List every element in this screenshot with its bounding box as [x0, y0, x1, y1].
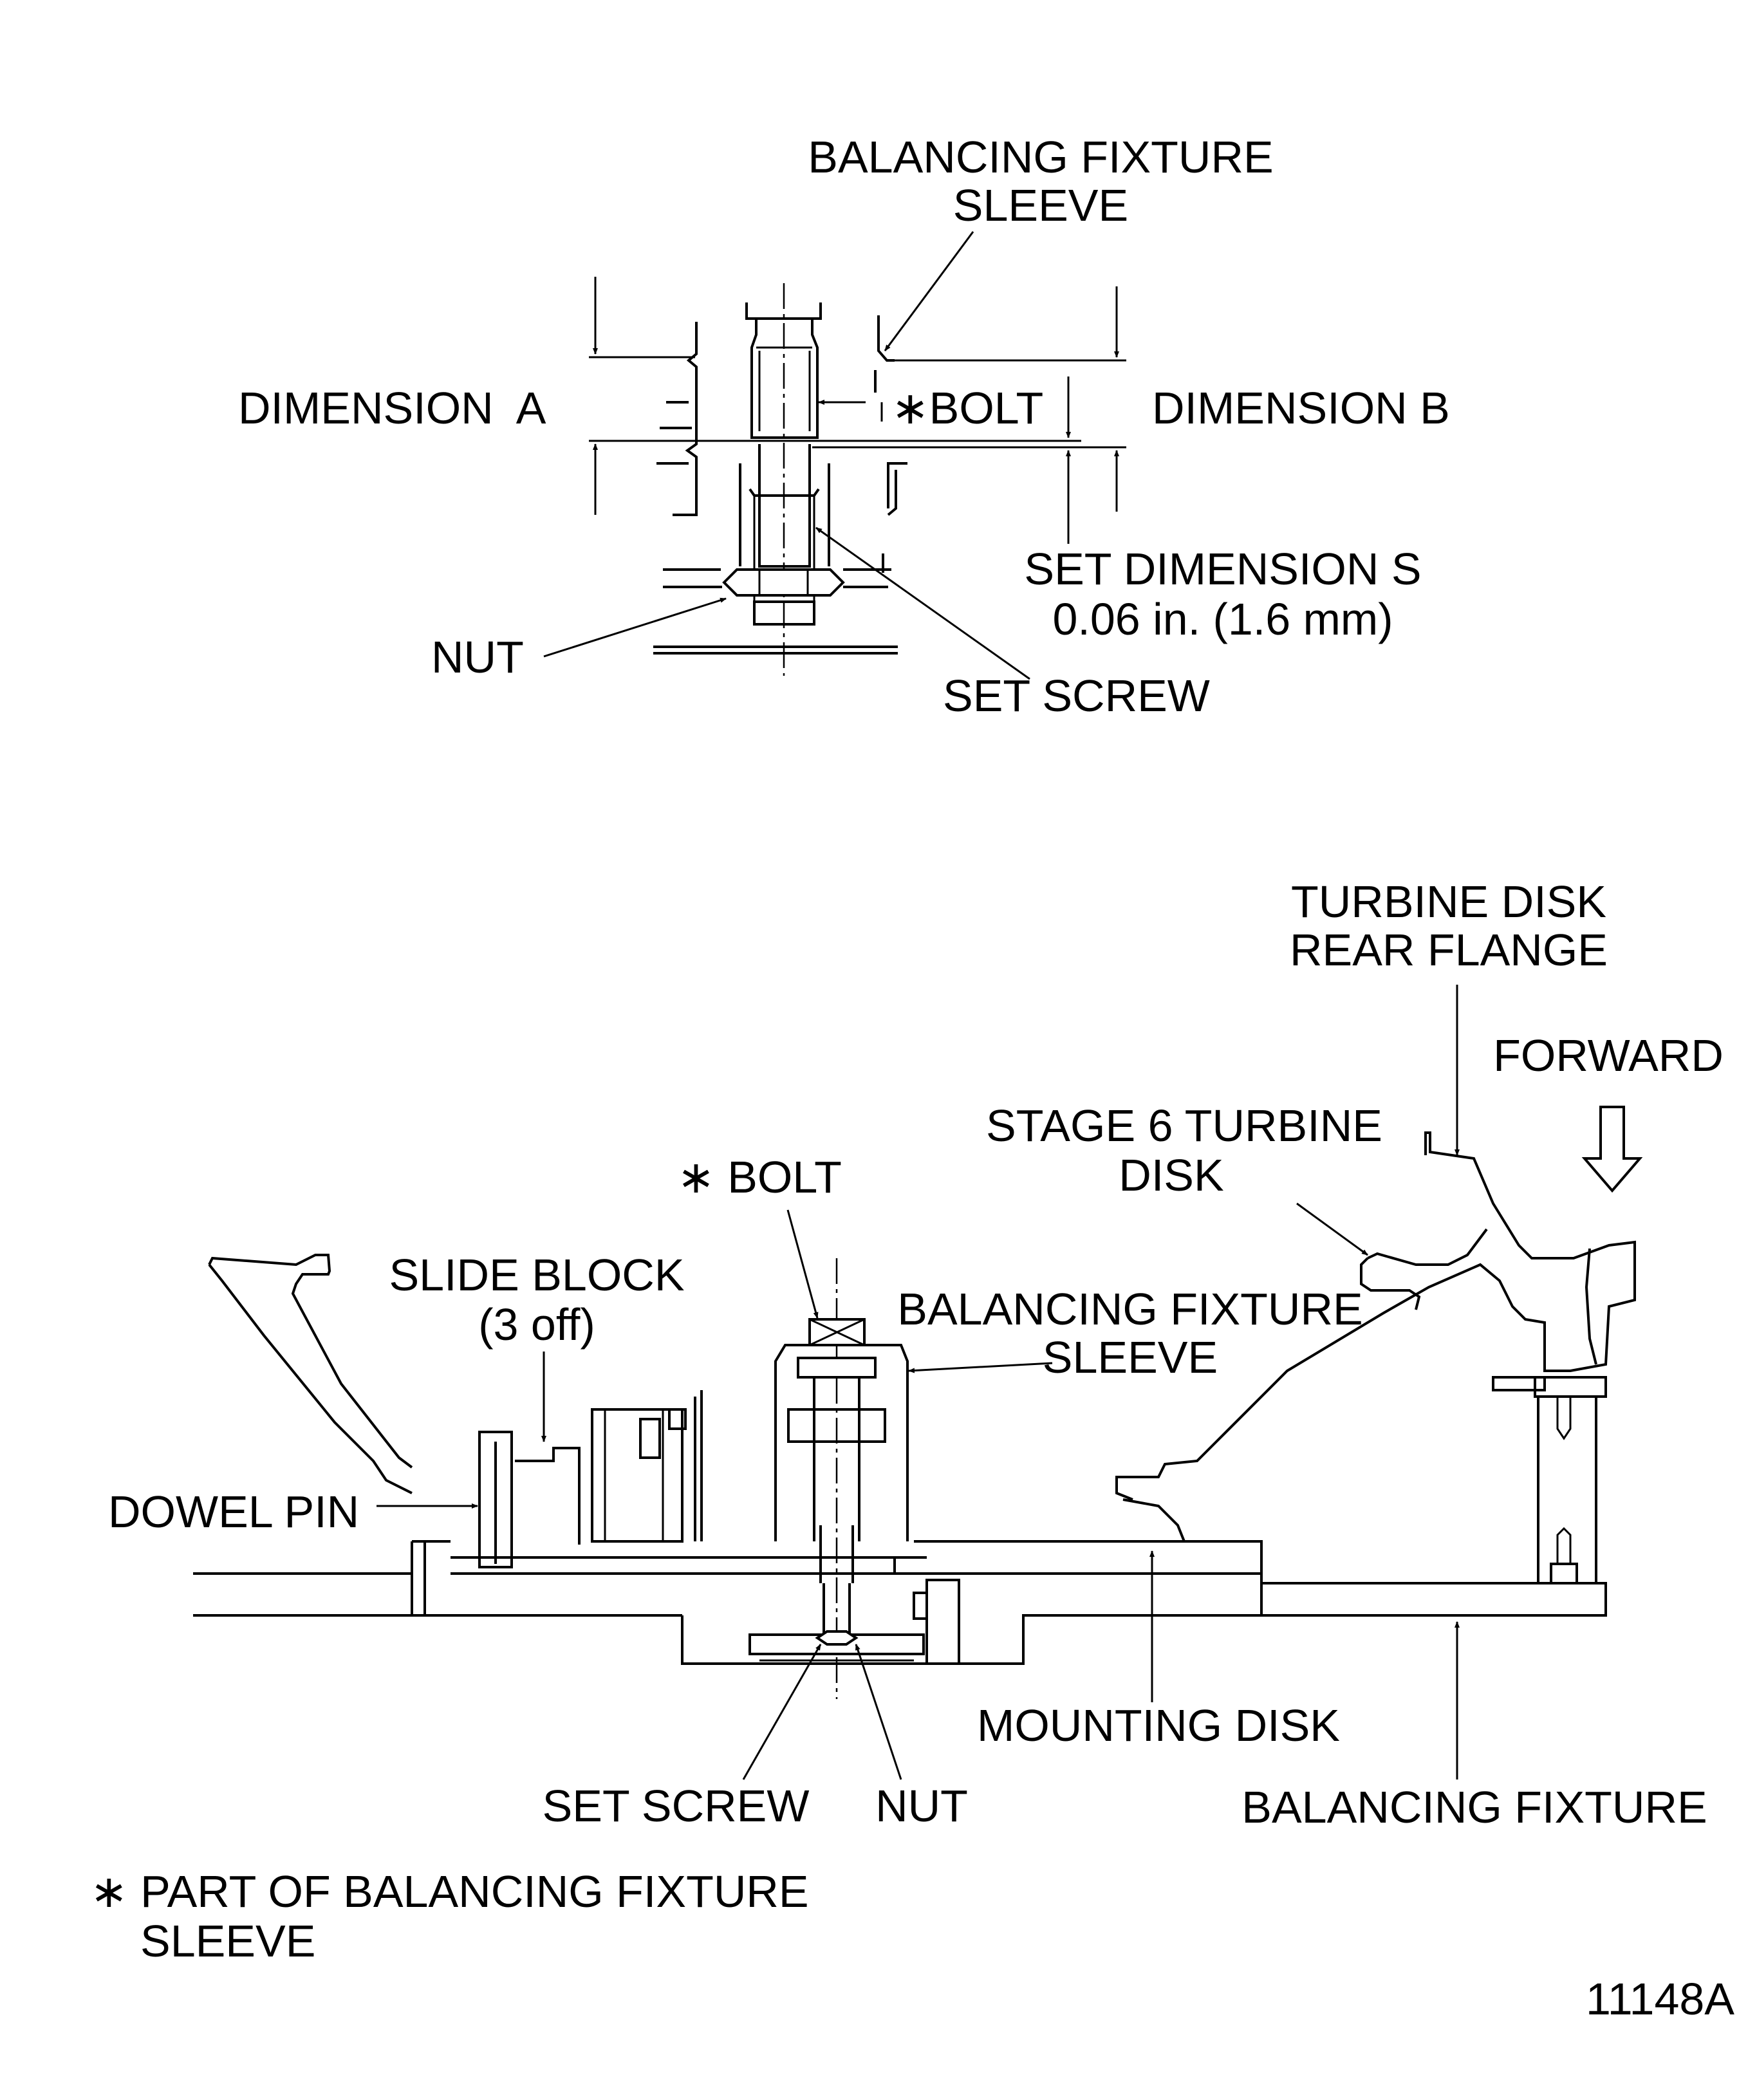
label-set-screw: SET SCREW	[943, 671, 1210, 721]
housing-lines	[653, 315, 907, 655]
slide-block-arm-drawing	[208, 1254, 413, 1494]
label-nut-assembly: NUT	[875, 1781, 968, 1831]
footnote-line2: SLEEVE	[140, 1916, 315, 1966]
label-rear-flange-line1: TURBINE DISK	[1291, 877, 1606, 927]
label-bolt: ∗BOLT	[891, 383, 1043, 433]
footnote-line1: ∗ PART OF BALANCING FIXTURE	[90, 1866, 809, 1917]
leader-stage6-disk	[1296, 1202, 1368, 1256]
label-balancing-fixture: BALANCING FIXTURE	[1241, 1782, 1707, 1832]
label-dimension-b: DIMENSION B	[1152, 383, 1450, 433]
label-bolt-assembly: ∗ BOLT	[677, 1152, 842, 1202]
label-slide-block-line1: SLIDE BLOCK	[389, 1250, 684, 1300]
label-nut: NUT	[431, 632, 524, 682]
label-sleeve-assembly-line1: BALANCING FIXTURE	[897, 1284, 1362, 1334]
detail-view: BALANCING FIXTURE SLEEVE DIMENSION A ∗BO…	[238, 132, 1450, 721]
label-sleeve-line1: BALANCING FIXTURE	[808, 132, 1273, 182]
set-screw-drawing	[739, 444, 830, 626]
label-sleeve-line2: SLEEVE	[953, 180, 1128, 230]
leader-sleeve	[884, 231, 974, 351]
label-stage6-line2: DISK	[1119, 1150, 1223, 1200]
label-forward: FORWARD	[1493, 1030, 1724, 1081]
label-dowel-pin: DOWEL PIN	[108, 1487, 359, 1537]
label-set-dimension: SET DIMENSION S	[1024, 544, 1421, 594]
balancing-fixture-drawing	[193, 1540, 1607, 1665]
sleeve-assembly-drawing	[748, 1258, 960, 1699]
label-dimension-a: DIMENSION A	[238, 383, 546, 433]
figure-id: 11148A	[1586, 1974, 1734, 2024]
label-stage6-line1: STAGE 6 TURBINE	[986, 1101, 1382, 1151]
leader-set-screw-assembly	[742, 1644, 822, 1780]
bolt-drawing	[745, 302, 822, 439]
forward-arrow-icon	[1581, 1106, 1643, 1193]
leader-set-screw	[815, 526, 1030, 680]
label-mounting-disk: MOUNTING DISK	[977, 1700, 1340, 1751]
label-rear-flange-line2: REAR FLANGE	[1290, 925, 1608, 975]
label-set-screw-assembly: SET SCREW	[543, 1781, 810, 1831]
support-column	[1534, 1376, 1607, 1584]
nut-drawing	[722, 568, 845, 597]
label-slide-block-line2: (3 off)	[478, 1299, 595, 1350]
assembly-view: TURBINE DISK REAR FLANGE FORWARD STAGE 6…	[108, 877, 1724, 1832]
stage6-turbine-disk-drawing	[1115, 1131, 1636, 1542]
dimension-lines	[589, 277, 1126, 544]
label-sleeve-assembly-line2: SLEEVE	[1043, 1332, 1218, 1382]
label-set-dimension-value: 0.06 in. (1.6 mm)	[1052, 594, 1393, 644]
slide-block-drawing	[478, 1390, 703, 1568]
leader-sleeve-assembly	[908, 1362, 1053, 1373]
leader-bolt-assembly	[786, 1209, 819, 1319]
leader-nut-assembly	[855, 1644, 902, 1780]
leader-nut	[543, 597, 727, 658]
